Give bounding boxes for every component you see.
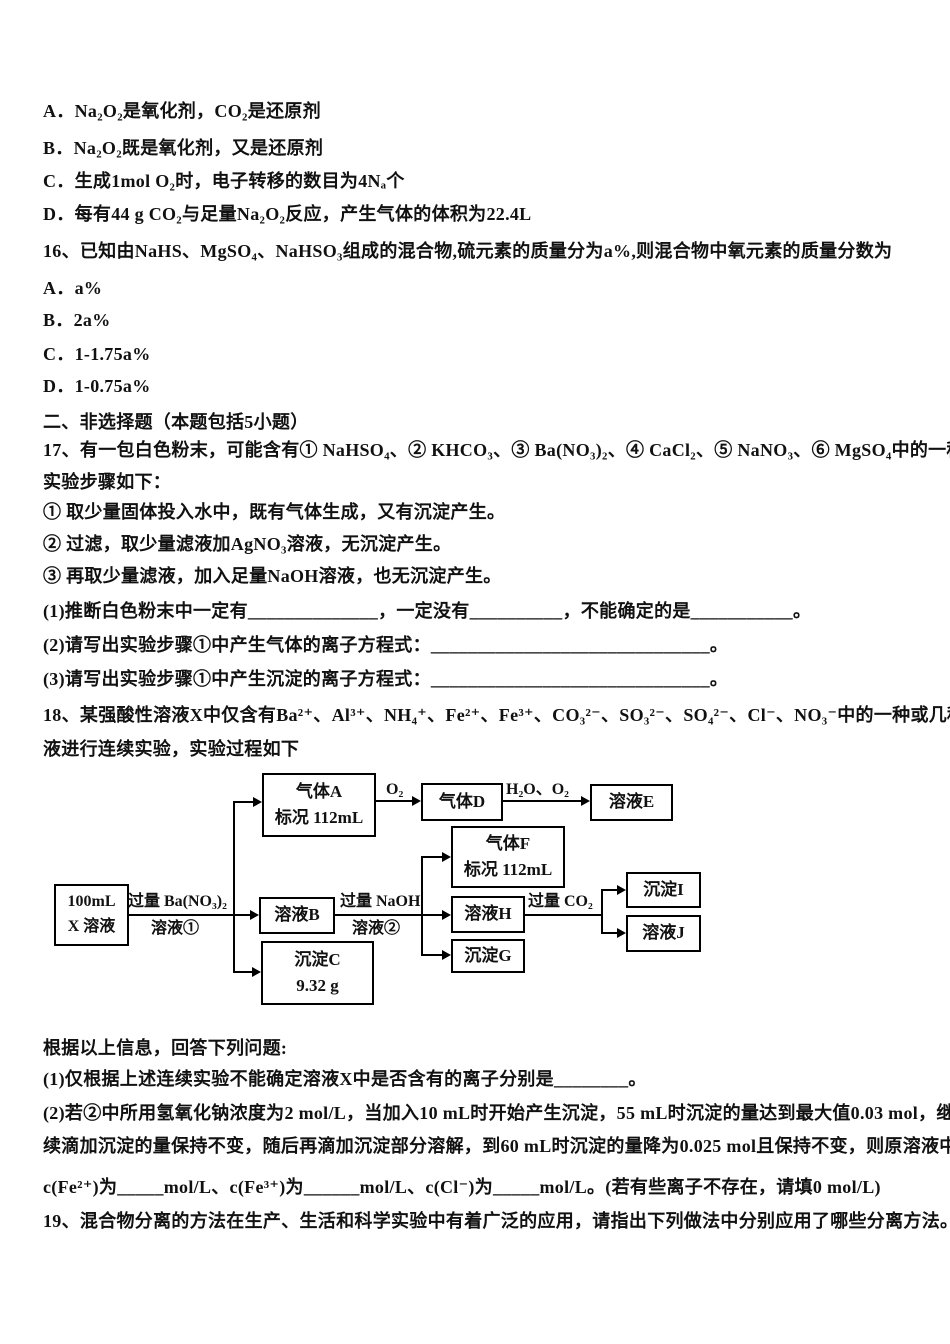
q15-option-a: A．Na₂O₂是氧化剂，CO₂是还原剂 xyxy=(43,101,321,121)
box-sol-j: 溶液J xyxy=(626,915,701,952)
box-ppt-i: 沉淀I xyxy=(626,872,701,908)
flow-branch-1-vertical xyxy=(233,801,235,973)
box-ppt-c-line2: 9.32 g xyxy=(296,976,339,995)
flow-connector-to-ppt-g xyxy=(421,954,442,956)
q17-step-3: ③ 再取少量滤液，加入足量NaOH溶液，也无沉淀产生。 xyxy=(43,566,502,586)
flow-connector-gas-d-to-sol-e xyxy=(503,800,581,802)
arrow-into-sol-h xyxy=(442,910,451,920)
q17-steps-intro: 实验步骤如下： xyxy=(43,472,172,492)
label-solution-2: 溶液② xyxy=(352,920,401,937)
flow-connector-to-gas-f xyxy=(421,856,442,858)
q17-blank-line-1: (1)推断白色粉末中一定有______________，一定没有________… xyxy=(43,601,812,621)
q15-option-d: D．每有44 g CO₂与足量Na₂O₂反应，产生气体的体积为22.4L xyxy=(43,204,532,224)
q18-sub2-line-1: (2)若②中所用氢氧化钠浓度为2 mol/L，当加入10 mL时开始产生沉淀，5… xyxy=(43,1103,950,1123)
q15-option-b: B．Na₂O₂既是氧化剂，又是还原剂 xyxy=(43,138,324,158)
q17-step-1: ① 取少量固体投入水中，既有气体生成，又有沉淀产生。 xyxy=(43,502,506,522)
box-gas-a: 气体A 标况 112mL xyxy=(262,773,376,837)
label-o2: O₂ xyxy=(386,781,404,798)
q18-stem-line-1: 18、某强酸性溶液X中仅含有Ba²⁺、Al³⁺、NH₄⁺、Fe²⁺、Fe³⁺、C… xyxy=(43,705,950,725)
arrow-into-sol-j xyxy=(617,928,626,938)
label-excess-co2: 过量 CO₂ xyxy=(528,893,593,910)
flow-connector-to-ppt-c xyxy=(233,971,252,973)
box-gas-a-line1: 气体A xyxy=(295,781,343,801)
label-h2o-o2: H₂O、O₂ xyxy=(506,781,569,798)
flow-connector-to-sol-h xyxy=(421,914,442,916)
q16-stem: 16、已知由NaHS、MgSO₄、NaHSO₃组成的混合物,硫元素的质量分为a%… xyxy=(43,241,893,261)
q18-sub2-line-3: c(Fe²⁺)为_____mol/L、c(Fe³⁺)为______mol/L、c… xyxy=(43,1177,881,1197)
flow-connector-to-sol-j xyxy=(601,932,617,934)
flow-branch-2-vertical xyxy=(421,856,423,956)
q16-option-a: A．a% xyxy=(43,278,103,298)
arrow-into-gas-f xyxy=(442,852,451,862)
box-gas-d: 气体D xyxy=(421,783,503,821)
box-ppt-g: 沉淀G xyxy=(451,939,525,973)
box-x-solution: 100mL X 溶液 xyxy=(54,884,129,946)
arrow-into-gas-d xyxy=(412,796,421,806)
arrow-into-sol-b xyxy=(250,910,259,920)
section-2-header: 二、非选择题（本题包括5小题） xyxy=(43,412,309,432)
arrow-into-sol-e xyxy=(581,796,590,806)
box-gas-f-line2: 标况 112mL xyxy=(463,860,553,879)
q16-option-d: D．1-0.75a% xyxy=(43,376,151,396)
box-gas-f-line1: 气体F xyxy=(485,833,531,853)
q17-blank-line-2: (2)请写出实验步骤①中产生气体的离子方程式：_________________… xyxy=(43,635,729,655)
flow-connector-x-to-branch xyxy=(129,914,235,916)
q17-stem: 17、有一包白色粉末，可能含有① NaHSO₄、② KHCO₃、③ Ba(NO₃… xyxy=(43,440,950,460)
box-gas-a-line2: 标况 112mL xyxy=(274,808,364,827)
arrow-into-ppt-g xyxy=(442,950,451,960)
arrow-into-ppt-i xyxy=(617,885,626,895)
flow-connector-gas-a-to-gas-d xyxy=(376,800,412,802)
box-ppt-c: 沉淀C 9.32 g xyxy=(261,941,374,1005)
label-excess-ba-no3: 过量 Ba(NO₃)₂ xyxy=(128,893,227,910)
box-x-solution-line1: 100mL xyxy=(67,893,116,911)
q18-info-line: 根据以上信息，回答下列问题: xyxy=(43,1038,288,1058)
box-x-solution-line2: X 溶液 xyxy=(67,918,116,935)
q17-blank-line-3: (3)请写出实验步骤①中产生沉淀的离子方程式：_________________… xyxy=(43,669,729,689)
q18-stem-line-2: 液进行连续实验，实验过程如下 xyxy=(43,739,300,759)
q15-option-c: C．生成1mol O₂时，电子转移的数目为4Nₐ个 xyxy=(43,171,405,191)
flow-connector-to-sol-b xyxy=(233,914,250,916)
flow-connector-sol-b-to-branch xyxy=(335,914,423,916)
q18-sub1: (1)仅根据上述连续实验不能确定溶液X中是否含有的离子分别是________。 xyxy=(43,1069,647,1089)
q18-sub2-line-2: 续滴加沉淀的量保持不变，随后再滴加沉淀部分溶解，到60 mL时沉淀的量降为0.0… xyxy=(43,1136,950,1156)
box-ppt-c-line1: 沉淀C xyxy=(294,949,341,969)
flow-connector-sol-h-to-branch xyxy=(525,914,603,916)
flow-connector-to-gas-a xyxy=(233,801,253,803)
box-gas-f: 气体F 标况 112mL xyxy=(451,826,565,888)
label-solution-1: 溶液① xyxy=(151,920,200,937)
q19-stem: 19、混合物分离的方法在生产、生活和科学实验中有着广泛的应用，请指出下列做法中分… xyxy=(43,1211,950,1231)
flow-connector-to-ppt-i xyxy=(601,889,617,891)
box-sol-b: 溶液B xyxy=(259,897,335,934)
box-sol-e: 溶液E xyxy=(590,784,673,821)
arrow-into-gas-a xyxy=(253,797,262,807)
q16-option-c: C．1-1.75a% xyxy=(43,344,151,364)
q17-step-2: ② 过滤，取少量滤液加AgNO₃溶液，无沉淀产生。 xyxy=(43,534,452,554)
flow-branch-3-vertical xyxy=(601,889,603,934)
label-excess-naoh: 过量 NaOH xyxy=(340,893,421,910)
arrow-into-ppt-c xyxy=(252,967,261,977)
q16-option-b: B．2a% xyxy=(43,310,111,330)
box-sol-h: 溶液H xyxy=(451,896,525,933)
